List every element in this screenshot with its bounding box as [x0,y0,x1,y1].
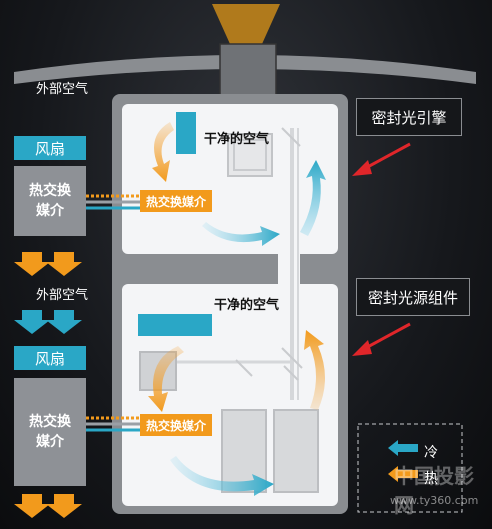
watermark-text: 中国投影网 [394,464,474,517]
heat-exchanger-top: 热交换 媒介 [14,166,86,236]
red-arrow-light-source [352,322,411,356]
watermark-url: www.ty360.com [390,494,479,507]
lens-icon [212,4,280,44]
heatsink-bottom [138,314,212,336]
heat-exchanger-bottom: 热交换 媒介 [14,378,86,486]
hot-out-arrow-2 [46,252,82,276]
legend-box [357,423,463,513]
sealed-light-source-callout: 密封光源组件 [356,278,470,316]
top-arch-bar [14,55,476,84]
red-arrow-engine [352,142,411,176]
hot-air-arrow-bottom-right [304,330,325,410]
lamp-2 [273,409,319,493]
cool-air-arrow-top-bottom [202,222,280,246]
legend-hot-label: 热 [424,471,438,487]
hot-out-arrow-1 [14,252,50,276]
fan-bottom: 风扇 [14,346,86,370]
fan-top: 风扇 [14,136,86,160]
medium-label-top: 热交换媒介 [140,190,212,212]
heatsink-top [176,112,196,154]
chamber-neck [278,250,300,290]
hot-air-arrow-bottom [148,346,184,412]
outside-air-label-top: 外部空气 [36,82,89,97]
hot-out-arrow-3 [14,494,50,518]
hot-air-arrow-top [152,122,174,182]
cold-in-arrow-2 [46,310,82,334]
outside-air-label-mid: 外部空气 [36,288,89,303]
sealed-engine-callout: 密封光引擎 [356,98,462,136]
clean-air-label-bottom: 干净的空气 [214,298,280,313]
cool-air-arrow-bottom [170,456,274,496]
hot-out-arrow-4 [46,494,82,518]
medium-label-bottom: 热交换媒介 [140,414,212,436]
cool-air-arrow-top-right [300,160,326,236]
cold-in-arrow-1 [14,310,50,334]
legend-hot-arrow [388,466,418,482]
clean-air-label-top: 干净的空气 [204,132,270,147]
legend-cold-arrow [388,440,418,456]
legend-cold-label: 冷 [424,445,438,461]
